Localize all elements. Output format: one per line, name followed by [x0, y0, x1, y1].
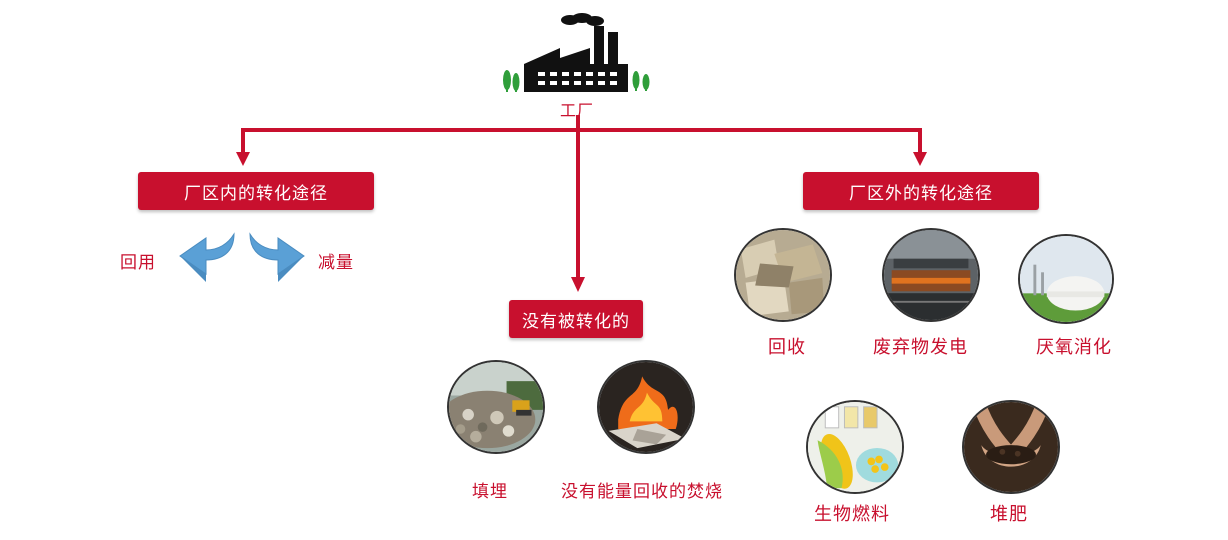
label-waste-to-energy: 废弃物发电	[873, 337, 968, 358]
label-reduce: 减量	[318, 253, 354, 273]
factory-icon	[500, 12, 652, 94]
pill-unconverted: 没有被转化的	[509, 300, 643, 338]
biofuel-photo	[806, 400, 904, 494]
label-compost: 堆肥	[990, 504, 1028, 525]
landfill-photo	[447, 360, 545, 454]
recycling-photo	[734, 228, 832, 322]
label-incineration: 没有能量回收的焚烧	[561, 482, 723, 502]
burning-photo	[597, 360, 695, 454]
arrow-right-icon	[248, 232, 306, 284]
waste-to-energy-photo	[882, 228, 980, 322]
compost-photo	[962, 400, 1060, 494]
anaerobic-digestion-photo	[1018, 234, 1114, 324]
label-recycling: 回收	[768, 337, 806, 358]
factory-label: 工厂	[560, 101, 595, 120]
pill-outside-conversion: 厂区外的转化途径	[803, 172, 1039, 210]
label-anaerobic-digestion: 厌氧消化	[1036, 337, 1112, 358]
pill-inside-conversion: 厂区内的转化途径	[138, 172, 374, 210]
label-landfill: 填埋	[472, 482, 508, 502]
label-biofuel: 生物燃料	[814, 504, 890, 525]
label-reuse: 回用	[120, 253, 156, 273]
arrow-left-icon	[178, 232, 236, 284]
